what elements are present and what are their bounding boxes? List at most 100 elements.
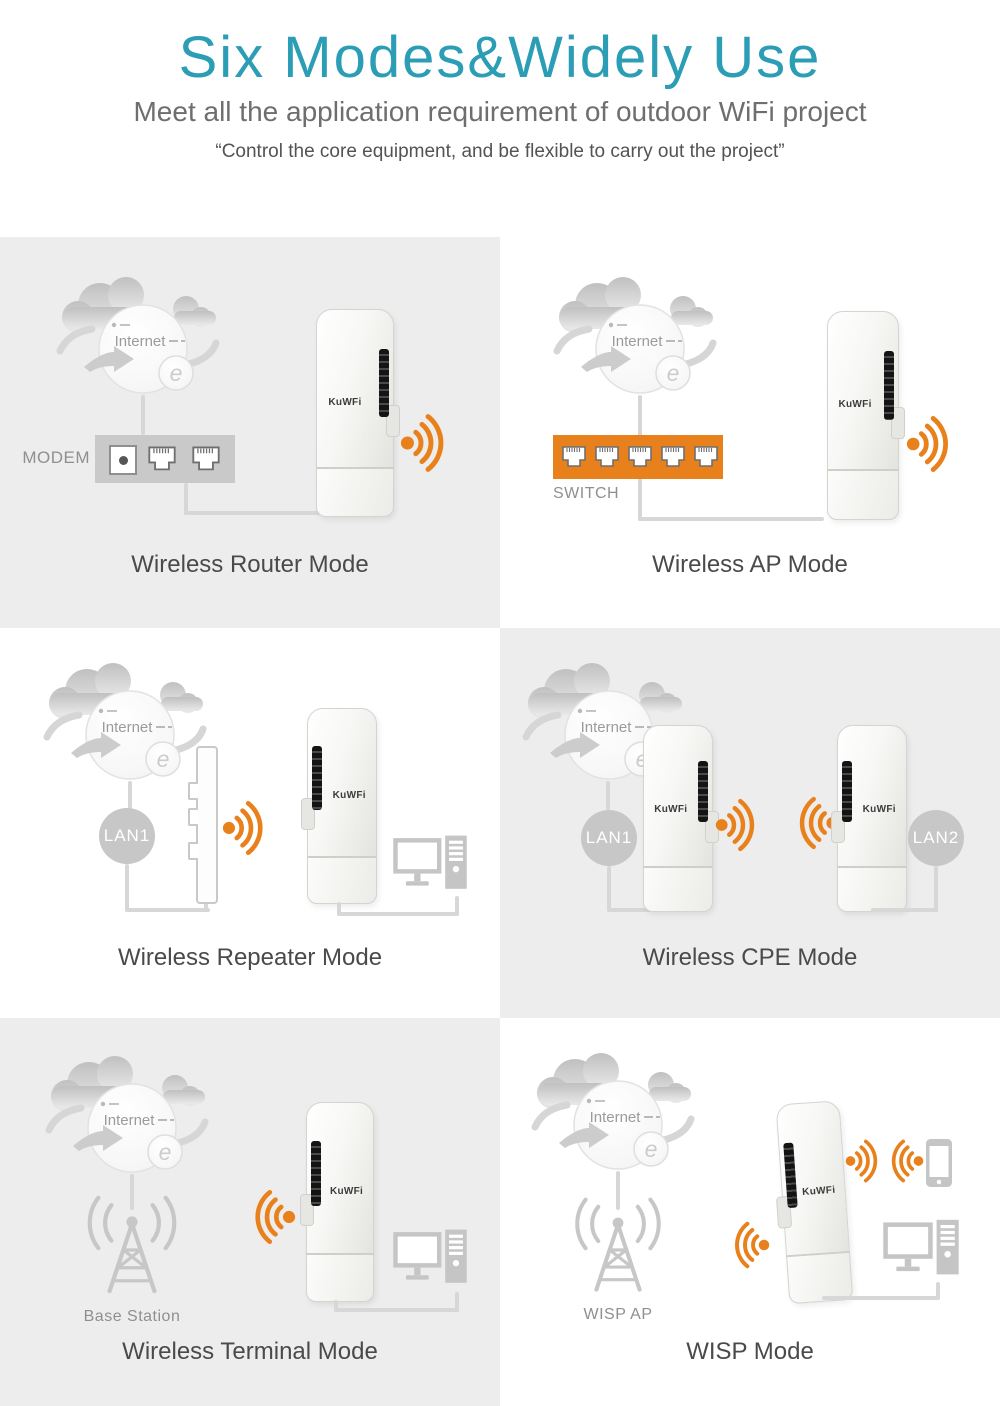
cable-line bbox=[128, 781, 132, 810]
internet-cloud-icon bbox=[37, 1046, 217, 1186]
smartphone-icon bbox=[924, 1136, 954, 1190]
switch-box bbox=[553, 435, 723, 479]
cable-line bbox=[141, 395, 145, 435]
wifi-signal-icon bbox=[720, 1212, 770, 1278]
cable-line bbox=[455, 1292, 459, 1312]
cable-line bbox=[822, 1296, 940, 1300]
panel-caption: Wireless Terminal Mode bbox=[122, 1338, 378, 1365]
rj45-port-icon bbox=[660, 443, 686, 471]
lan1-badge: LAN1 bbox=[581, 810, 637, 866]
cable-line bbox=[638, 517, 824, 521]
cable-line bbox=[125, 864, 129, 912]
device-led-strip bbox=[312, 745, 322, 810]
wifi-signal-icon bbox=[238, 1178, 296, 1256]
rj45-port-icon bbox=[147, 444, 177, 474]
desktop-computer-icon bbox=[392, 1228, 468, 1292]
panel-clip bbox=[188, 808, 198, 826]
rj45-port-icon bbox=[594, 443, 620, 471]
cpe-device: KuWFi bbox=[300, 1102, 374, 1302]
device-logo: KuWFi bbox=[654, 803, 688, 815]
desktop-computer-icon bbox=[882, 1218, 960, 1284]
rj45-port-icon bbox=[561, 443, 587, 471]
cable-line bbox=[934, 866, 938, 912]
device-bottom-cap bbox=[643, 866, 713, 912]
device-mount-tab bbox=[301, 798, 315, 831]
cable-line bbox=[616, 1171, 620, 1210]
device-led-strip bbox=[311, 1140, 321, 1206]
cable-line bbox=[125, 908, 210, 912]
device-bottom-cap bbox=[837, 866, 907, 912]
device-logo: KuWFi bbox=[328, 396, 362, 408]
panel-caption: Wireless CPE Mode bbox=[642, 944, 858, 971]
cable-line bbox=[606, 781, 610, 810]
internet-cloud-icon bbox=[523, 1043, 703, 1183]
panel-caption: Wireless AP Mode bbox=[652, 551, 848, 578]
cable-line bbox=[184, 483, 188, 515]
cpe-device: KuWFi bbox=[827, 311, 905, 520]
panel-clip bbox=[188, 842, 198, 860]
base-station-tower-icon bbox=[72, 1194, 192, 1306]
cable-line bbox=[337, 902, 341, 916]
device-logo: KuWFi bbox=[801, 1184, 836, 1199]
rj45-port-icon bbox=[693, 443, 719, 471]
row-1: MODEM KuWFi Wireless Router Mode bbox=[0, 237, 1000, 628]
rj45-port-icon bbox=[627, 443, 653, 471]
internet-cloud-icon bbox=[35, 653, 215, 793]
row-3: Base Station KuWFi Wireless Terminal Mod… bbox=[0, 1018, 1000, 1406]
device-bottom-cap bbox=[307, 856, 377, 904]
page-title: Six Modes&Widely Use bbox=[178, 25, 822, 90]
panel-wireless-ap-mode: SWITCH KuWFi Wireless AP Mode bbox=[500, 237, 1000, 628]
panel-caption: Wireless Repeater Mode bbox=[117, 944, 383, 971]
cable-line bbox=[936, 1282, 940, 1300]
device-bottom-cap bbox=[827, 469, 899, 520]
device-mount-tab bbox=[386, 404, 400, 437]
wifi-signal-icon bbox=[906, 405, 966, 483]
panel-wisp-mode: WISP AP KuWFi WISP Mode bbox=[500, 1018, 1000, 1406]
device-mount-tab bbox=[300, 1194, 314, 1227]
device-logo: KuWFi bbox=[332, 790, 366, 802]
header: Six Modes&Widely Use Meet all the applic… bbox=[0, 0, 1000, 237]
wifi-signal-icon bbox=[400, 403, 462, 483]
wifi-signal-icon bbox=[715, 788, 771, 862]
cable-line bbox=[130, 1174, 134, 1210]
lan2-badge: LAN2 bbox=[908, 810, 964, 866]
modem-label: MODEM bbox=[22, 448, 90, 467]
device-logo: KuWFi bbox=[329, 1186, 364, 1198]
panel-wireless-router-mode: MODEM KuWFi Wireless Router Mode bbox=[0, 237, 500, 628]
device-led-strip bbox=[842, 761, 852, 823]
cpe-device: KuWFi bbox=[316, 309, 400, 517]
device-logo: KuWFi bbox=[838, 398, 872, 410]
wifi-signal-icon bbox=[878, 1133, 924, 1189]
device-mount-tab bbox=[831, 811, 845, 844]
rj45-port-icon bbox=[189, 444, 223, 474]
device-led-strip bbox=[884, 351, 894, 420]
cpe-device: KuWFi bbox=[643, 725, 719, 912]
panel-wireless-cpe-mode: LAN1 KuWFi KuWFi LAN2 Wireless CPE Mode bbox=[500, 628, 1000, 1018]
panel-wireless-repeater-mode: LAN1 KuWFi Wireless Repeater Mode bbox=[0, 628, 500, 1018]
wisp-ap-label: WISP AP bbox=[583, 1306, 653, 1323]
cable-line bbox=[334, 1308, 459, 1312]
page-quote: “Control the core equipment, and be flex… bbox=[215, 141, 785, 162]
panel-caption: WISP Mode bbox=[686, 1338, 814, 1365]
device-bottom-cap bbox=[316, 466, 394, 517]
panel-clip bbox=[188, 782, 198, 800]
cable-line bbox=[607, 908, 679, 912]
device-logo: KuWFi bbox=[862, 803, 896, 815]
switch-label: SWITCH bbox=[553, 485, 620, 502]
row-2: LAN1 KuWFi Wireless Repeater Mode bbox=[0, 628, 1000, 1018]
device-mount-tab bbox=[891, 407, 905, 440]
page-subtitle: Meet all the application requirement of … bbox=[133, 96, 867, 127]
lan1-badge: LAN1 bbox=[99, 808, 155, 864]
cable-line bbox=[607, 866, 611, 912]
panel-wireless-terminal-mode: Base Station KuWFi Wireless Terminal Mod… bbox=[0, 1018, 500, 1406]
cable-line bbox=[455, 896, 459, 916]
wifi-signal-icon bbox=[222, 790, 280, 866]
cable-line bbox=[334, 1300, 338, 1312]
cpe-device: KuWFi bbox=[301, 708, 377, 904]
panel-caption: Wireless Router Mode bbox=[131, 551, 369, 578]
device-led-strip bbox=[698, 761, 708, 823]
internet-cloud-icon bbox=[545, 267, 725, 407]
wisp-ap-tower-icon bbox=[558, 1196, 678, 1304]
device-bottom-cap bbox=[306, 1253, 374, 1302]
